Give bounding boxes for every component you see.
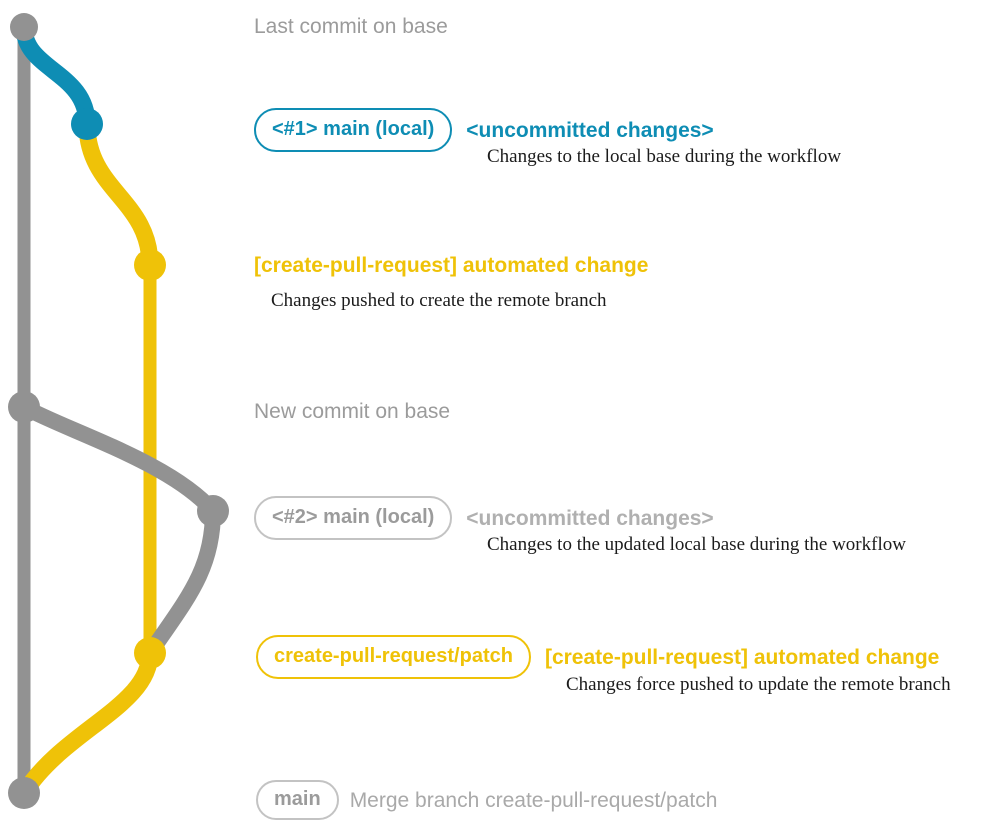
commit-node-patch-2[interactable] bbox=[134, 637, 166, 669]
heading-last-commit-on-base: Last commit on base bbox=[254, 15, 448, 38]
commit-note-patch-2: Changes force pushed to update the remot… bbox=[566, 674, 951, 695]
row-local-2: <#2> main (local) <uncommitted changes> bbox=[254, 496, 714, 540]
edge-patch-2-to-merge bbox=[15, 644, 159, 802]
edge-base-to-local-2 bbox=[16, 399, 221, 519]
commit-note-local-2: Changes to the updated local base during… bbox=[487, 534, 906, 555]
commit-node-local-1[interactable] bbox=[71, 108, 103, 140]
commit-subject-local-1: <uncommitted changes> bbox=[466, 118, 714, 142]
ref-badge-main-local-1[interactable]: <#1> main (local) bbox=[254, 108, 453, 152]
commit-node-local-2[interactable] bbox=[197, 495, 229, 527]
commit-node-base-last[interactable] bbox=[10, 13, 38, 41]
edge-base-to-local-1 bbox=[15, 18, 96, 133]
heading-new-commit-on-base: New commit on base bbox=[254, 400, 451, 423]
commit-subject-local-2: <uncommitted changes> bbox=[466, 506, 714, 530]
ref-badge-create-pull-request-patch[interactable]: create-pull-request/patch bbox=[256, 635, 531, 679]
ref-badge-main-local-2[interactable]: <#2> main (local) bbox=[254, 496, 453, 540]
commit-node-patch-1[interactable] bbox=[134, 249, 166, 281]
commit-subject-patch-2: [create-pull-request] automated change bbox=[544, 645, 940, 669]
row-local-1: <#1> main (local) <uncommitted changes> bbox=[254, 108, 714, 152]
commit-note-local-1: Changes to the local base during the wor… bbox=[487, 146, 842, 167]
edge-local-2-to-patch-2 bbox=[142, 503, 221, 661]
commit-subject-merge: Merge branch create-pull-request/patch bbox=[349, 788, 718, 812]
row-patch-2: create-pull-request/patch [create-pull-r… bbox=[256, 635, 939, 679]
commit-subject-patch-1: [create-pull-request] automated change bbox=[254, 254, 649, 277]
commit-node-base-new[interactable] bbox=[8, 391, 40, 423]
commit-node-merge[interactable] bbox=[8, 777, 40, 809]
row-merge: main Merge branch create-pull-request/pa… bbox=[256, 780, 717, 820]
ref-badge-main[interactable]: main bbox=[256, 780, 339, 820]
edge-local-1-to-patch-1 bbox=[78, 115, 159, 274]
commit-note-patch-1: Changes pushed to create the remote bran… bbox=[271, 290, 607, 311]
row-patch-1: [create-pull-request] automated change bbox=[254, 255, 648, 276]
